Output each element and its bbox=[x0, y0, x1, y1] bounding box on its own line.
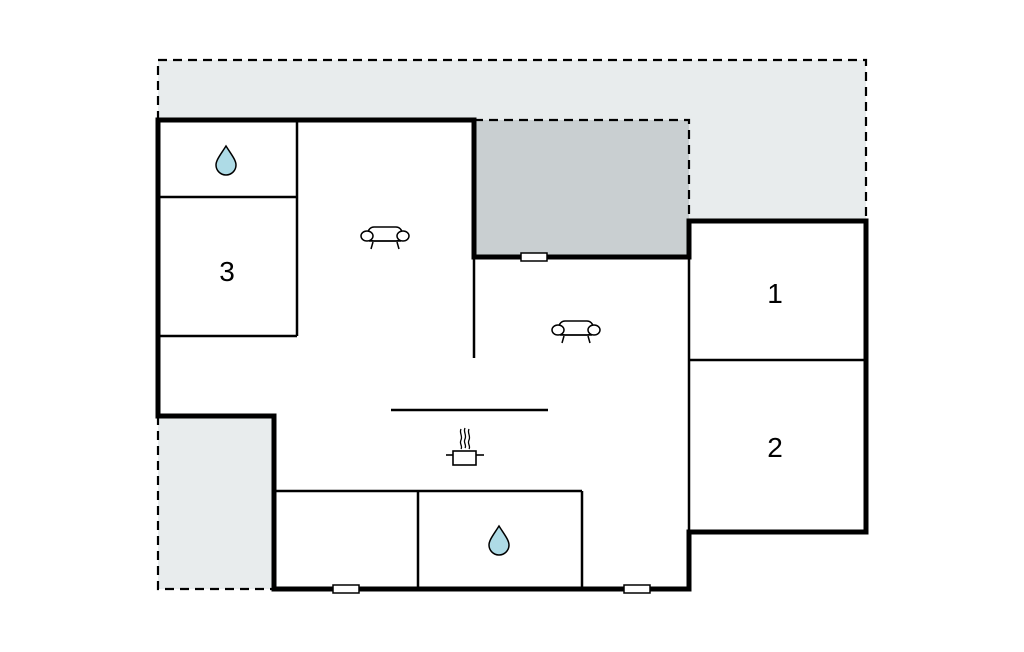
window-icon bbox=[623, 584, 651, 594]
interior-walls bbox=[158, 120, 866, 589]
bedroom-number-2: 2 bbox=[767, 432, 783, 463]
dashed-boundary bbox=[156, 58, 868, 591]
water-drop-icon bbox=[215, 144, 237, 176]
water-drop-icon bbox=[488, 524, 510, 556]
window-icon bbox=[520, 252, 548, 262]
window-icon bbox=[332, 584, 360, 594]
bedroom-number-3: 3 bbox=[219, 256, 235, 287]
covered-patio bbox=[474, 120, 689, 257]
bedroom-number-1: 1 bbox=[767, 278, 783, 309]
outdoor-garden-area bbox=[158, 416, 274, 589]
sofa-icon bbox=[551, 320, 601, 344]
cooking-pot-icon bbox=[446, 427, 484, 466]
sofa-icon bbox=[360, 226, 410, 250]
